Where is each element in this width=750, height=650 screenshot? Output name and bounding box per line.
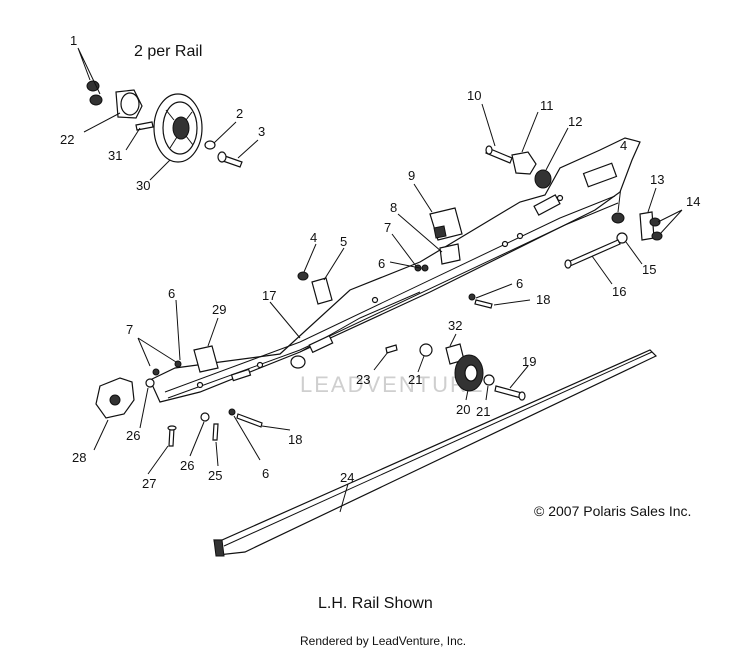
callout-15: 15 [642, 262, 656, 277]
callout-11: 11 [540, 98, 554, 113]
callout-6-left: 6 [168, 286, 175, 301]
callout-13: 13 [650, 172, 664, 187]
callout-23: 23 [356, 372, 370, 387]
bracket-boss [120, 92, 140, 116]
bolt-25 [212, 423, 219, 441]
callout-6-right: 6 [516, 276, 523, 291]
idler-wheel-group [77, 47, 259, 181]
callout-24: 24 [340, 470, 354, 485]
diagram-caption: L.H. Rail Shown [318, 595, 433, 612]
callout-18-left: 18 [288, 432, 302, 447]
nut-1a [86, 80, 100, 92]
callout-9: 9 [408, 168, 415, 183]
callout-30: 30 [136, 178, 150, 193]
callout-4-right: 4 [620, 138, 627, 153]
callout-32: 32 [448, 318, 462, 333]
callout-8: 8 [390, 200, 397, 215]
callout-31: 31 [108, 148, 122, 163]
washer-15 [616, 232, 628, 244]
callout-6-bottom: 6 [262, 466, 269, 481]
callout-27: 27 [142, 476, 156, 491]
bolt-18-right [474, 299, 493, 309]
rail-hardware [269, 183, 531, 401]
callout-12: 12 [568, 114, 582, 129]
pin-27 [168, 427, 175, 447]
callout-19: 19 [522, 354, 536, 369]
rivet-6 [421, 264, 429, 272]
callout-20: 20 [456, 402, 470, 417]
bolt-18-left [236, 413, 263, 428]
washer-26-bottom [200, 412, 210, 422]
callout-21-left: 21 [408, 372, 422, 387]
callout-labels: 1 2 3 4 4 5 6 6 6 6 7 7 8 9 10 11 12 13 … [60, 33, 700, 491]
callout-6-mid: 6 [378, 256, 385, 271]
rail-frame [149, 137, 641, 403]
spacer-11 [511, 151, 537, 175]
rail-slot-4 [230, 368, 252, 382]
nut-4-left [297, 271, 309, 281]
callout-7-left: 7 [126, 322, 133, 337]
callout-10: 10 [467, 88, 481, 103]
washer-21-right [483, 374, 495, 386]
washer-2 [204, 140, 216, 150]
washer-21-left [419, 343, 433, 357]
callout-25: 25 [208, 468, 222, 483]
washer-26-left [145, 378, 155, 388]
callout-2: 2 [236, 106, 243, 121]
callout-3: 3 [258, 124, 265, 139]
per-rail-note: 2 per Rail [134, 43, 202, 60]
callout-14: 14 [686, 194, 700, 209]
idler-wheel-hub [172, 116, 190, 140]
wear-strip [213, 349, 658, 557]
nut-1b [89, 94, 103, 106]
rail-slot-1 [582, 162, 618, 188]
callout-5: 5 [340, 234, 347, 249]
callout-18-right: 18 [536, 292, 550, 307]
nut-14a [649, 217, 661, 227]
mount-parts [481, 103, 683, 285]
wear-block-29 [193, 345, 219, 373]
copyright: © 2007 Polaris Sales Inc. [534, 503, 691, 519]
rail-slot-3 [308, 334, 334, 354]
bracket-5 [311, 277, 333, 305]
bolt-23 [385, 344, 398, 354]
nut-14b [651, 231, 663, 241]
callout-7-mid: 7 [384, 220, 391, 235]
slide-rail [149, 137, 641, 403]
callout-21-right: 21 [476, 404, 490, 419]
bolt-19 [494, 385, 523, 399]
callout-17: 17 [262, 288, 276, 303]
watermark: LEADVENTURE [300, 372, 485, 397]
render-credit: Rendered by LeadVenture, Inc. [300, 634, 466, 648]
bolt-31 [135, 121, 154, 131]
callout-29: 29 [212, 302, 226, 317]
rail-roller-hub [290, 355, 306, 369]
callout-4-left: 4 [310, 230, 317, 245]
callout-26-bottom: 26 [180, 458, 194, 473]
bushing-12 [534, 169, 552, 189]
callout-1: 1 [70, 33, 77, 48]
nut-4-right [611, 212, 625, 224]
callout-26-left: 26 [126, 428, 140, 443]
callout-16: 16 [612, 284, 626, 299]
callout-28: 28 [72, 450, 86, 465]
bolt-16 [567, 239, 621, 267]
clip-8 [439, 243, 461, 265]
callout-22: 22 [60, 132, 74, 147]
front-hardware [93, 299, 291, 475]
